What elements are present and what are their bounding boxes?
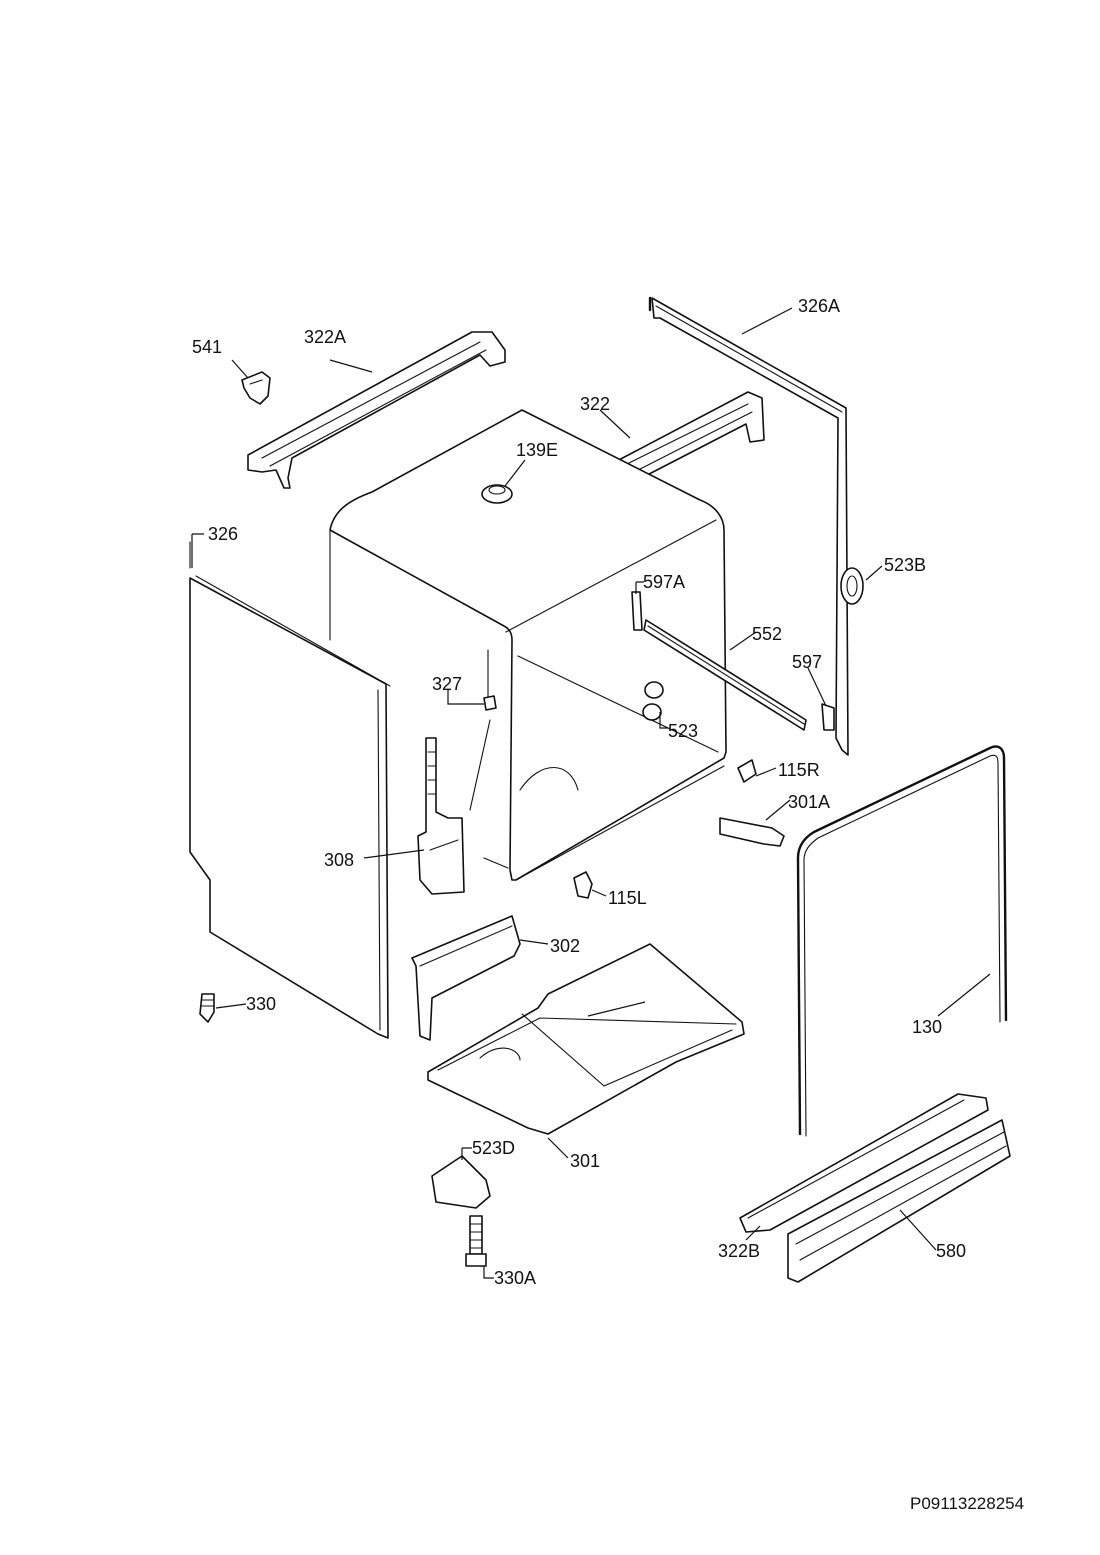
part-326-left-side-panel[interactable]: [189, 541, 391, 1039]
callout-523B: 523B: [884, 555, 926, 575]
callout-597A: 597A: [643, 572, 685, 592]
callout-326: 326: [208, 524, 238, 544]
part-330-foot[interactable]: [199, 993, 215, 1023]
part-115R-bracket[interactable]: [737, 759, 757, 783]
part-tub-cabinet: [329, 409, 727, 881]
callout-322: 322: [580, 394, 610, 414]
part-301A-bracket[interactable]: [719, 817, 785, 847]
callout-523: 523: [668, 721, 698, 741]
part-330A-screw-foot[interactable]: [465, 1215, 487, 1267]
callout-130: 130: [912, 1017, 942, 1037]
callout-115R: 115R: [778, 760, 820, 780]
callout-322B: 322B: [718, 1241, 760, 1261]
callout-308: 308: [324, 850, 354, 870]
part-597A-clip[interactable]: [631, 591, 643, 631]
callout-330A: 330A: [494, 1268, 536, 1288]
callout-301: 301: [570, 1151, 600, 1171]
part-580-kick-plate[interactable]: [787, 1119, 1011, 1283]
part-322A-top-rail[interactable]: [247, 331, 506, 489]
part-523-fittings[interactable]: [642, 681, 664, 721]
callout-115L: 115L: [608, 888, 647, 908]
callout-labels: 541 322A 322 326A 139E 326 523B 597A 552…: [192, 296, 966, 1288]
part-523B-grommet[interactable]: [840, 567, 864, 605]
part-302-plinth-bracket[interactable]: [411, 915, 521, 1041]
part-326A-right-side-panel[interactable]: [648, 296, 849, 756]
callout-302: 302: [550, 936, 580, 956]
part-130-door-seal[interactable]: [796, 745, 1008, 1137]
part-597-clip[interactable]: [821, 703, 835, 731]
part-115L-bracket[interactable]: [573, 871, 593, 899]
part-139E-disc[interactable]: [481, 484, 513, 504]
part-541-bracket[interactable]: [241, 371, 271, 405]
callout-523D: 523D: [472, 1138, 515, 1158]
callout-326A: 326A: [798, 296, 840, 316]
part-322B-bottom-rail[interactable]: [739, 1093, 989, 1233]
drawing-code: P09113228254: [910, 1494, 1024, 1513]
callout-552: 552: [752, 624, 782, 644]
callout-597: 597: [792, 652, 822, 672]
part-552-rail[interactable]: [643, 619, 807, 731]
part-301-base-pan[interactable]: [427, 943, 745, 1135]
callout-301A: 301A: [788, 792, 830, 812]
callout-322A: 322A: [304, 327, 346, 347]
leader-lines: [191, 307, 991, 1279]
callout-327: 327: [432, 674, 462, 694]
part-523D-foot-holder[interactable]: [431, 1155, 491, 1209]
callout-139E: 139E: [516, 440, 558, 460]
callout-330: 330: [246, 994, 276, 1014]
callout-580: 580: [936, 1241, 966, 1261]
callout-541: 541: [192, 337, 222, 357]
part-327-plug[interactable]: [483, 695, 497, 711]
part-308-hinge[interactable]: [417, 737, 465, 895]
